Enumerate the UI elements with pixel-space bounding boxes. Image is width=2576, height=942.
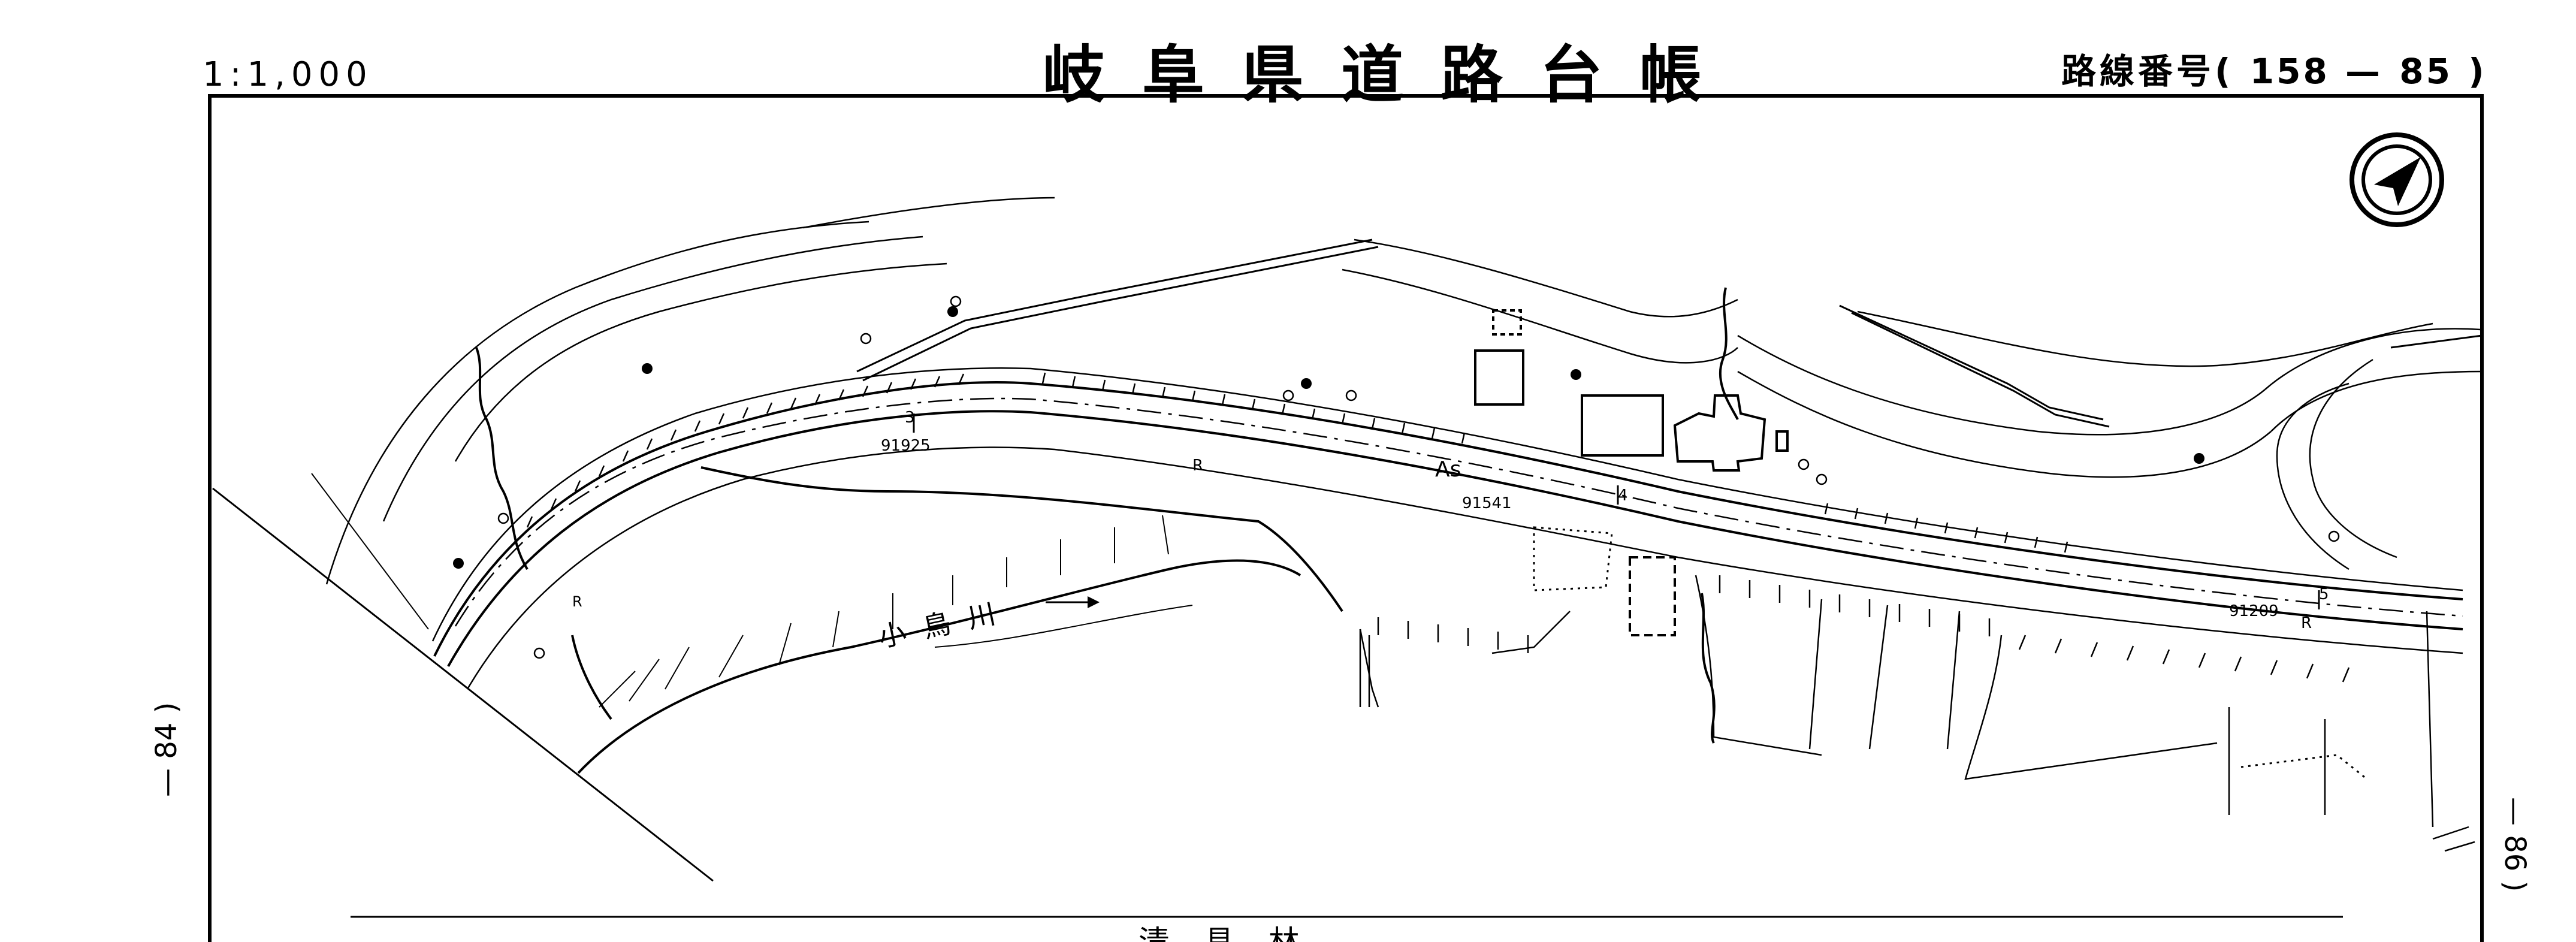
route-label: 路線番号 [2061,51,2215,92]
page-title: 岐阜県道路台帳 [1043,38,1740,111]
station-ticks [913,413,2320,609]
route-code: 158 [2249,51,2330,92]
land-parcels [1359,358,2475,852]
map-frame [208,94,2484,942]
slope-hatching [526,372,2350,683]
buildings [1474,309,1789,636]
route-open: ( [2215,51,2234,92]
r-mark-3: R [2301,614,2312,632]
r-mark-2: R [572,593,582,610]
road-centerline [454,397,2463,627]
sheet-boundary-line [311,473,429,630]
map-scale: 1:1,000 [203,55,373,94]
station-label-5: 5 [2319,585,2329,603]
route-sheet: 85 [2399,51,2453,92]
elevation-label-1: 91925 [881,437,931,455]
route-close: ) [2468,51,2488,92]
surface-label: As [1435,457,1461,482]
river-far-bank [934,605,1193,648]
elevation-label-3: 91209 [2229,602,2279,620]
river-banks [577,466,1343,774]
river-slope-lines [599,515,1169,708]
r-mark-1: R [1192,457,1203,475]
elevation-label-2: 91541 [1462,494,1512,512]
dotted-parcels [1533,526,2367,780]
tree-symbols [453,306,2204,569]
road-bank-lines [431,367,2463,690]
station-label-3: 3 [905,409,915,427]
boundary-lines [475,287,1739,744]
station-label-4: 4 [1618,487,1628,505]
route-number: 路線番号( 158 — 85 ) [2061,43,2488,93]
road-edges [433,381,2463,667]
north-arrow-icon [2349,132,2444,227]
bottom-partial-label: 清 具 林 [1138,925,1312,942]
shrub-symbols [497,295,2340,659]
fence-lines [856,238,2483,428]
route-dash: — [2345,51,2384,92]
contour-lines [325,197,2481,585]
river-flow-arrow-icon [1046,596,1100,608]
river-name-label: 小鳥川 [875,594,1016,654]
sheet-boundary-line [212,487,714,882]
